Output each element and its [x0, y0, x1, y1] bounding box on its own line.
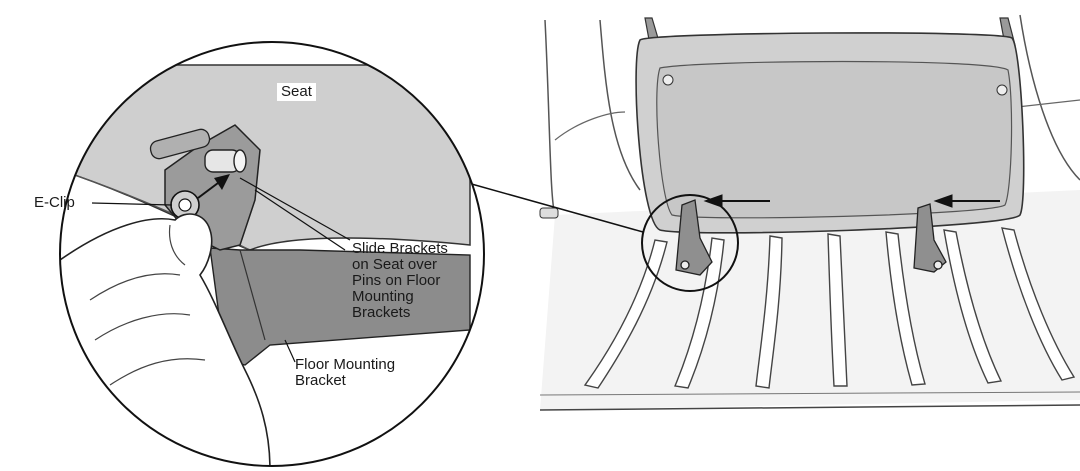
- zoom-circle-small: [641, 194, 739, 292]
- overall-view: [539, 14, 1080, 411]
- zoom-connector: [467, 182, 644, 233]
- label-floor-mounting-bracket: Floor Mounting Bracket: [295, 356, 396, 389]
- seat-underside: [539, 17, 1025, 234]
- floor-brackets: [675, 199, 947, 276]
- floor-ribs: [583, 227, 1076, 389]
- leader-lines: [91, 177, 351, 363]
- label-slide-brackets: Slide Brackets on Seat over Pins on Floo…: [352, 240, 448, 321]
- detail-view: [60, 42, 484, 466]
- label-seat: Seat: [277, 83, 316, 101]
- bed-floor: [540, 190, 1080, 410]
- label-e-clip: E-Clip: [34, 194, 75, 211]
- detail-circle: [59, 41, 485, 467]
